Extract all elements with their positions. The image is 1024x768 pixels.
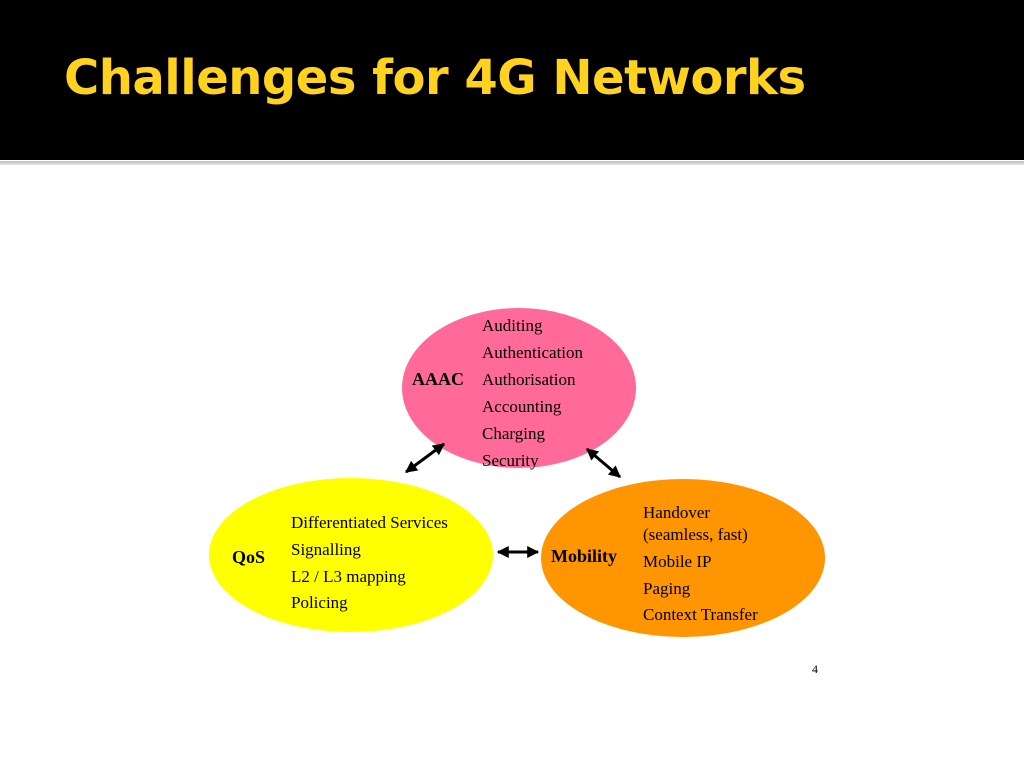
qos-item-1: Differentiated Services bbox=[291, 513, 448, 532]
qos-label: QoS bbox=[232, 547, 265, 567]
mobility-item-2: (seamless, fast) bbox=[643, 525, 748, 544]
aaac-item-6: Security bbox=[482, 451, 539, 470]
mobility-label: Mobility bbox=[551, 546, 617, 566]
aaac-item-3: Authorisation bbox=[482, 370, 576, 389]
aaac-label: AAAC bbox=[412, 369, 464, 389]
aaac-item-2: Authentication bbox=[482, 343, 584, 362]
page-number: 4 bbox=[812, 662, 818, 676]
arrow-aaac-mobility bbox=[586, 447, 621, 479]
title-bar bbox=[0, 0, 1024, 160]
mobility-item-4: Paging bbox=[643, 579, 691, 598]
title-divider bbox=[0, 161, 1024, 165]
aaac-item-1: Auditing bbox=[482, 316, 543, 335]
mobility-item-3: Mobile IP bbox=[643, 552, 711, 571]
aaac-ellipse bbox=[402, 308, 636, 468]
aaac-item-4: Accounting bbox=[482, 397, 562, 416]
mobility-item-5: Context Transfer bbox=[643, 605, 758, 624]
qos-item-4: Policing bbox=[291, 593, 348, 612]
qos-ellipse bbox=[209, 478, 493, 632]
mobility-ellipse bbox=[541, 479, 825, 637]
qos-item-3: L2 / L3 mapping bbox=[291, 567, 406, 586]
arrow-aaac-qos bbox=[405, 442, 445, 474]
mobility-item-1: Handover bbox=[643, 503, 710, 522]
aaac-item-5: Charging bbox=[482, 424, 545, 443]
slide-title: Challenges for 4G Networks bbox=[64, 50, 806, 106]
qos-item-2: Signalling bbox=[291, 540, 361, 559]
